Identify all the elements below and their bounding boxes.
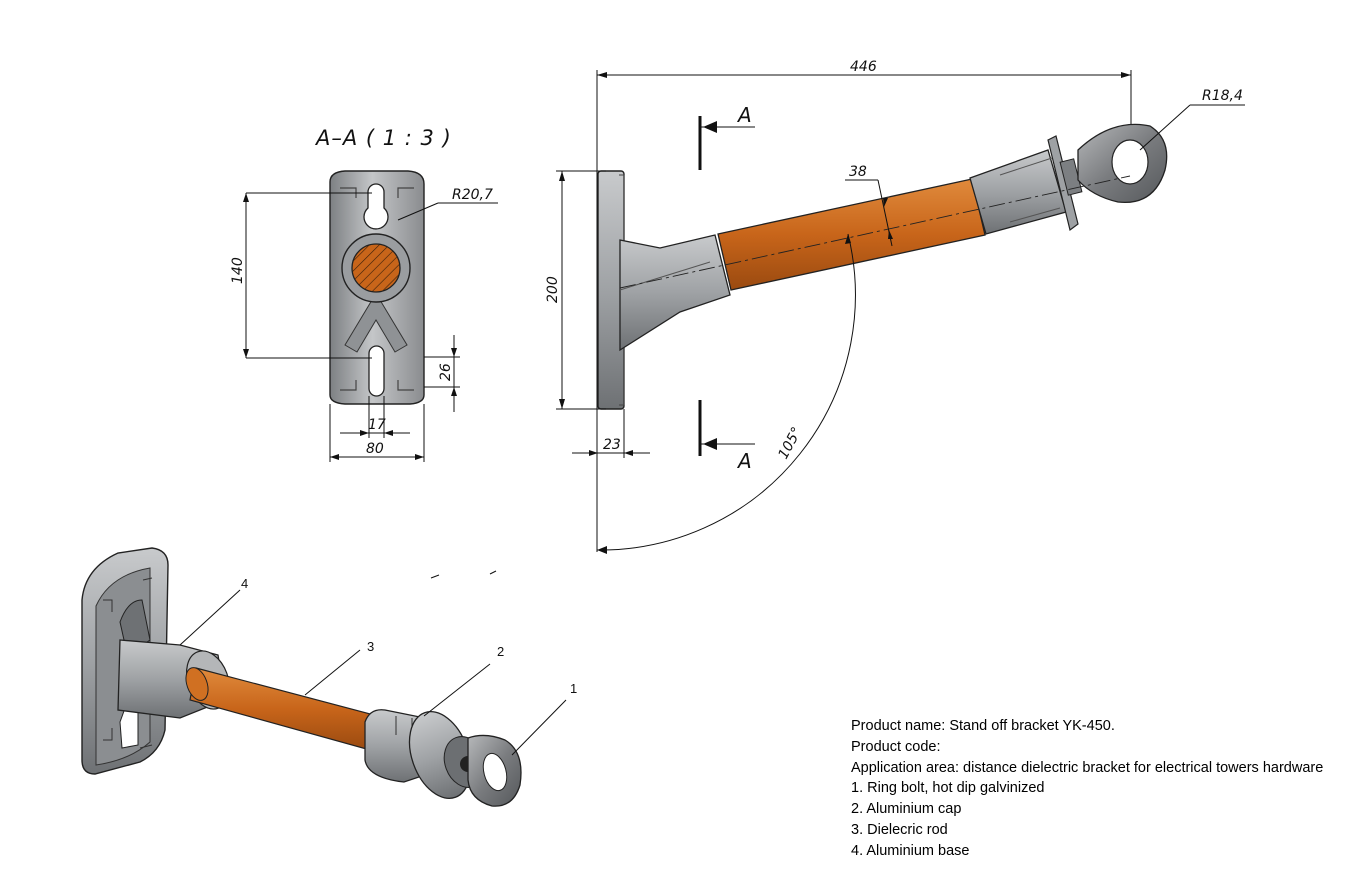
dim-ring-radius: R18,4	[1202, 88, 1243, 104]
section-title: A–A ( 1 : 3 )	[314, 126, 452, 150]
callout-3: 3	[367, 639, 374, 654]
dim-23: 23	[603, 437, 621, 453]
product-info: Product name: Stand off bracket YK-450. …	[851, 716, 1351, 862]
part-item: 2. Aluminium cap	[851, 801, 962, 818]
iso-rod	[189, 667, 379, 751]
callout-2: 2	[497, 644, 504, 659]
callout-1: 1	[570, 681, 577, 696]
keyhole-slot	[363, 183, 389, 230]
bottom-slot	[368, 345, 385, 397]
part-item: 1. Ring bolt, hot dip galvinized	[851, 780, 1045, 797]
dim-446: 446	[850, 59, 877, 75]
rod-cross-section	[351, 243, 401, 293]
dim-17: 17	[368, 417, 386, 433]
product-name: Product name: Stand off bracket YK-450.	[851, 718, 1115, 734]
radius-label: R20,7	[452, 187, 493, 203]
dim-angle: 105°	[775, 425, 805, 462]
dim-26: 26	[438, 363, 454, 381]
side-view: 446 A A R18,4 3	[430, 59, 1245, 579]
section-mark-top: A	[736, 103, 752, 127]
dim-rod-diameter: 38	[849, 164, 867, 180]
product-code: Product code:	[851, 738, 941, 755]
dim-140: 140	[230, 257, 246, 284]
part-item: 3. Dielecric rod	[851, 821, 948, 838]
section-view: A–A ( 1 : 3 ) R20,7 140 26 17	[230, 126, 498, 462]
dim-200: 200	[545, 276, 561, 303]
dim-80: 80	[366, 441, 384, 457]
section-mark-bottom: A	[736, 449, 752, 473]
part-item: 4. Aluminium base	[851, 842, 970, 859]
application-area: Application area: distance dielectric br…	[851, 759, 1324, 776]
isometric-view: 4 3 2 1	[81, 547, 577, 807]
side-rod	[717, 178, 986, 291]
callout-4: 4	[241, 576, 248, 591]
side-cap	[969, 149, 1067, 235]
